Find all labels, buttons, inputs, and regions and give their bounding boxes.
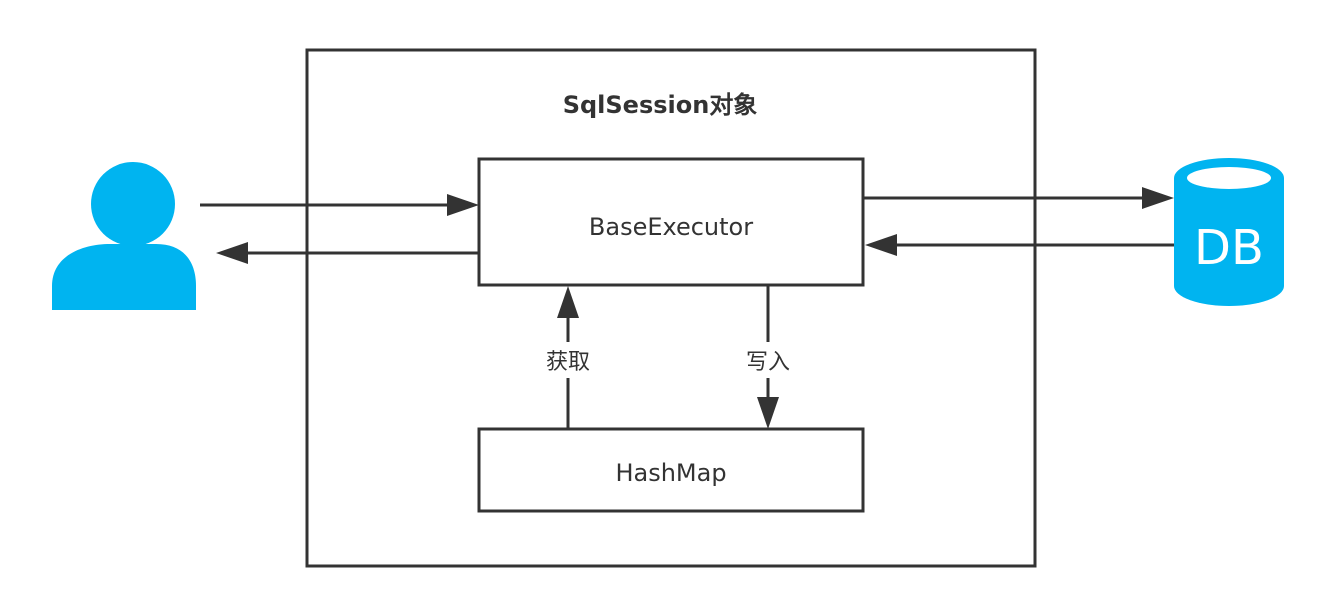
base-executor-label: BaseExecutor <box>589 213 753 241</box>
arrow-db-to-executor <box>865 234 1174 256</box>
hashmap-box <box>477 427 865 513</box>
arrow-executor-to-user <box>216 242 479 264</box>
sqlsession-title: SqlSession对象 <box>563 91 758 119</box>
sqlsession-box <box>305 48 1037 568</box>
fetch-label: 获取 <box>546 350 590 375</box>
user-icon <box>52 162 196 310</box>
write-label: 写入 <box>746 350 790 375</box>
base-executor-box <box>477 157 865 287</box>
arrow-executor-to-db <box>863 187 1174 209</box>
database-icon: DB <box>1174 158 1284 306</box>
arrow-user-to-executor <box>200 194 479 216</box>
database-label: DB <box>1194 220 1264 276</box>
hashmap-label: HashMap <box>615 459 726 487</box>
